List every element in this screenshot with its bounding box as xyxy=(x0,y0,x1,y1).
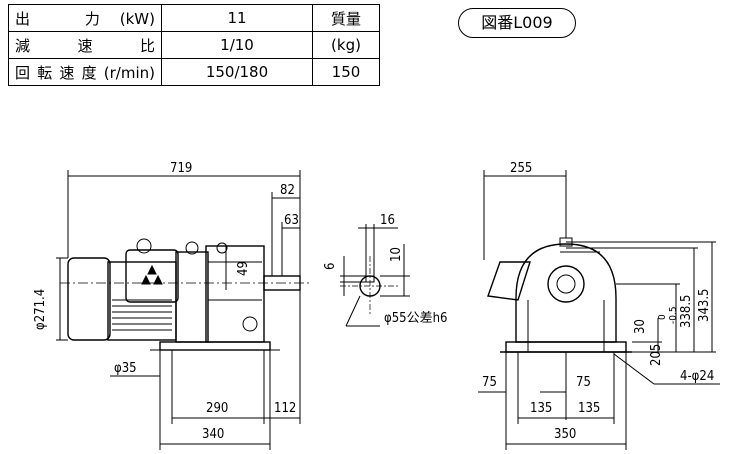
dim-tol-0: 0 xyxy=(657,314,668,320)
side-view-geometry xyxy=(60,238,310,351)
dim-135-a: 135 xyxy=(530,401,552,416)
dim-135-b: 135 xyxy=(578,401,600,416)
end-view-geometry xyxy=(487,237,632,353)
dim-350: 350 xyxy=(554,427,576,442)
dim-motor-dia: φ271.4 xyxy=(33,289,48,330)
dim-719: 719 xyxy=(170,161,192,176)
dim-holes: 4-φ24 xyxy=(680,369,714,384)
speed-value: 150/180 xyxy=(161,58,313,86)
mass-value: 150 xyxy=(312,58,380,86)
speed-label: 回転速度(r/min) xyxy=(8,58,162,86)
dim-343-5: 343.5 xyxy=(697,289,712,322)
dim-16: 16 xyxy=(380,213,395,228)
mass-unit: (kg) xyxy=(312,31,380,59)
dim-30: 30 xyxy=(633,319,648,334)
ratio-label: 減 速 比 xyxy=(8,31,162,59)
dim-338-5: 338.5 xyxy=(679,295,694,328)
dim-63: 63 xyxy=(284,213,299,228)
dim-82: 82 xyxy=(280,183,295,198)
dim-255: 255 xyxy=(510,161,532,176)
output-label: 出 力(kW) xyxy=(8,4,162,32)
dim-75-mid: 75 xyxy=(576,375,591,390)
dim-340: 340 xyxy=(202,427,224,442)
shaft-detail-geometry xyxy=(340,224,410,327)
figure-id-badge: 図番L009 xyxy=(458,8,576,38)
dim-112: 112 xyxy=(274,401,296,416)
output-value: 11 xyxy=(161,4,313,32)
dim-75-left: 75 xyxy=(482,375,497,390)
dim-49: 49 xyxy=(236,261,251,276)
dim-10: 10 xyxy=(389,247,404,262)
dim-tol-neg: -0.5 xyxy=(668,306,679,324)
dim-shaft-dia: φ55公差h6 xyxy=(384,311,447,326)
dim-6: 6 xyxy=(323,263,338,270)
spec-table: 出 力(kW) 11 質量 減 速 比 1/10 (kg) 回転速度(r/min… xyxy=(8,4,380,86)
dim-205: 205 xyxy=(649,344,664,366)
dim-foot-hole: φ35 xyxy=(114,361,137,376)
dim-290: 290 xyxy=(206,401,228,416)
